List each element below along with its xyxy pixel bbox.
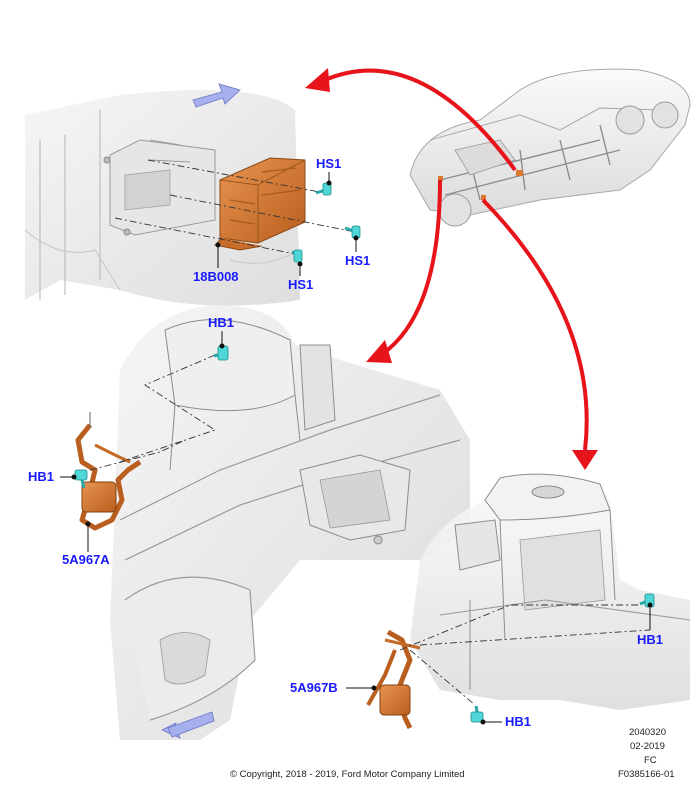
illustration-date: 02-2019 — [630, 741, 665, 752]
control-module-18B008 — [213, 157, 306, 251]
red-callout-arrows — [305, 68, 598, 470]
top-panel-view — [24, 90, 301, 306]
vehicle-overview — [409, 68, 691, 227]
direction-arrow-icon — [192, 83, 241, 108]
callout-hs1: HS1 — [288, 277, 314, 292]
front-bracket-view — [410, 473, 691, 710]
bolt-icon — [213, 345, 229, 361]
callout-5A967A: 5A967A — [62, 552, 110, 567]
illustration-number: 2040320 — [629, 727, 666, 738]
direction-arrow-icon — [161, 711, 215, 739]
callout-hs1: HS1 — [345, 253, 371, 268]
illustration-code: FC — [644, 755, 657, 766]
bolt-icon — [470, 705, 484, 723]
callout-hb1: HB1 — [208, 315, 235, 330]
callout-18B008: 18B008 — [193, 269, 239, 284]
top-panel-leader-lines — [114, 159, 356, 256]
frame-rail-view — [110, 305, 470, 740]
bolt-icon — [344, 225, 361, 239]
lower-leader-lines — [89, 354, 651, 706]
copyright-notice: © Copyright, 2018 - 2019, Ford Motor Com… — [230, 769, 465, 780]
height-sensor-5A967B — [366, 629, 421, 730]
callout-hs1: HS1 — [316, 156, 342, 171]
callout-hb1: HB1 — [637, 632, 664, 647]
callout-5A967B: 5A967B — [290, 680, 338, 695]
figure-id: F0385166-01 — [618, 769, 675, 780]
callout-hb1: HB1 — [28, 469, 55, 484]
callout-leaders — [60, 172, 653, 725]
bolt-icon — [291, 249, 303, 263]
bolt-icon — [74, 469, 88, 489]
callout-hb1: HB1 — [505, 714, 532, 729]
